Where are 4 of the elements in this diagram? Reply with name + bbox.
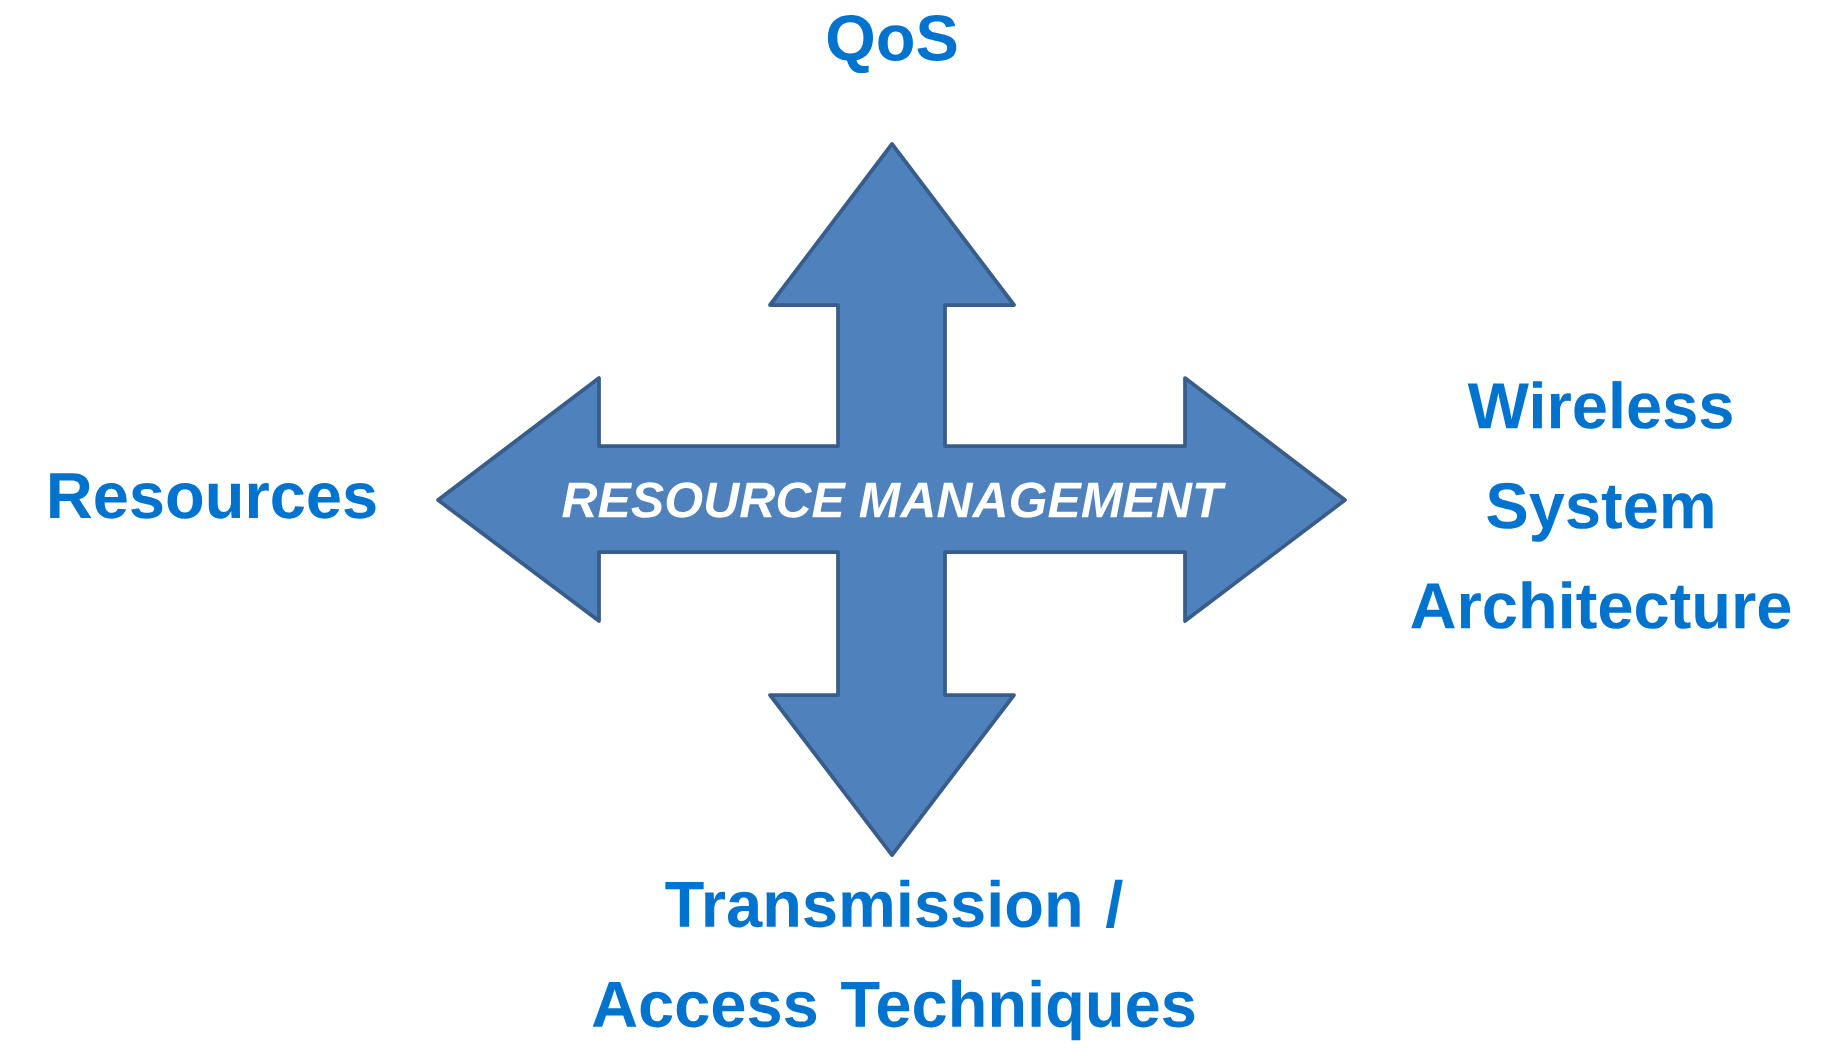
- heading-text: QoS: [827, 14, 957, 74]
- heading-text: Wireless System Architecture: [1411, 381, 1791, 629]
- heading-text: Transmission / Access Techniques: [592, 879, 1195, 1041]
- heading-text: Resources: [50, 473, 376, 519]
